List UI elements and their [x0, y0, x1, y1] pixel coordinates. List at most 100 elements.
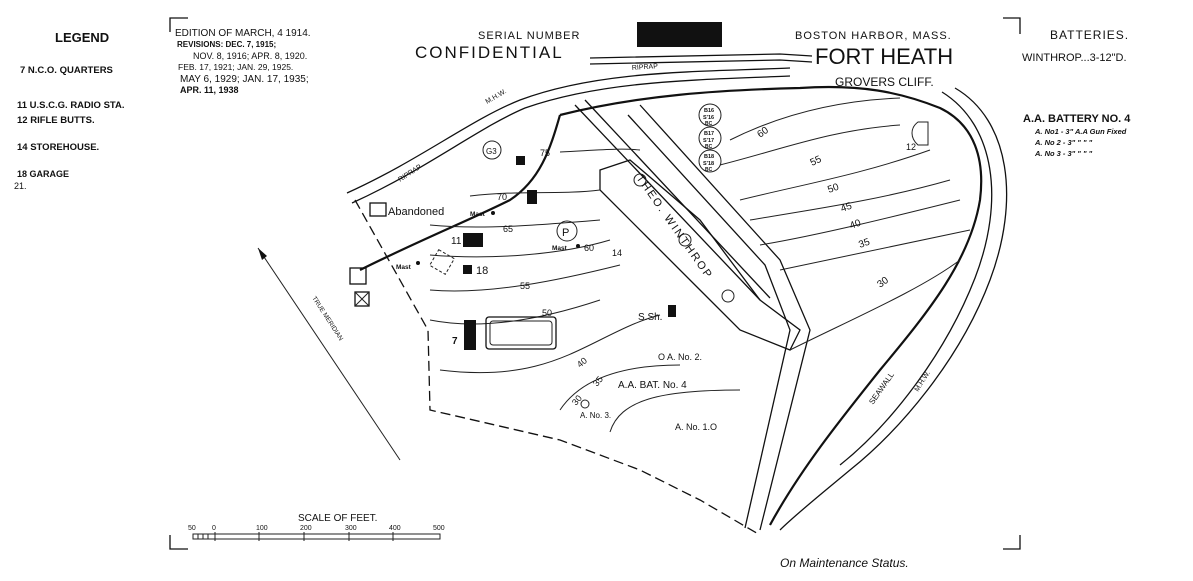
edition-line: EDITION OF MARCH, 4 1914.: [175, 28, 311, 39]
contour-label: 65: [503, 224, 513, 234]
contour-75: [559, 148, 641, 153]
mast-label: Mast: [552, 245, 568, 252]
building-7-label: 7: [452, 336, 458, 347]
scale-bar-rect: [192, 533, 441, 540]
station-circle: [698, 126, 722, 150]
station-circle: [698, 149, 722, 173]
station-label: S'16: [703, 115, 714, 121]
rifle-butts-icon: [911, 121, 929, 146]
scale-bar: SCALE OF FEET. 50 0 100 200 300 400 500: [188, 513, 445, 541]
building-g3: [516, 156, 525, 165]
edition-block: EDITION OF MARCH, 4 1914. REVISIONS: DEC…: [175, 28, 311, 95]
g3-circle: [482, 140, 502, 160]
location-label: BOSTON HARBOR, MASS.: [795, 30, 952, 42]
legend-item: 12 RIFLE BUTTS.: [17, 115, 95, 126]
mhw-label: M.H.W.: [914, 370, 932, 393]
contour-55-50: [429, 149, 931, 292]
battery-road: [574, 99, 771, 301]
station-label: B18: [704, 154, 714, 160]
scale-tick-label: 400: [389, 525, 401, 532]
edition-line: FEB. 17, 1921; JAN. 29, 1925.: [178, 62, 293, 72]
riprap-label: RIPRAP: [632, 63, 659, 72]
aa-battery-title: A.A. BATTERY NO. 4: [1023, 113, 1131, 125]
serial-number-redaction: [637, 22, 722, 47]
corner-bracket-bottom-left: [169, 535, 188, 550]
crosshatch-icon: [354, 291, 370, 307]
mast-marker: [416, 261, 420, 265]
classification-label: CONFIDENTIAL: [415, 43, 564, 62]
riprap-outer: [346, 67, 791, 194]
header-road-lines: [589, 53, 813, 65]
contour-label: 50: [826, 182, 841, 196]
scale-title: SCALE OF FEET.: [298, 513, 377, 524]
contour-40: [439, 199, 961, 374]
building-18-label: 18: [476, 265, 488, 277]
scale-tick-label: 300: [345, 525, 357, 532]
mast-label: Mast: [470, 211, 486, 218]
true-meridian-label: TRUE MERIDIAN: [310, 295, 344, 342]
scale-tick-label: 100: [256, 525, 268, 532]
mast-marker: [576, 244, 580, 248]
contour-label: 70: [497, 192, 507, 202]
seawall-inner-line: [839, 91, 993, 466]
parade-ground: [485, 316, 557, 350]
fort-name: FORT HEATH: [815, 44, 953, 69]
aa-gun-line: A. No 2 - 3" " " ": [1034, 138, 1093, 147]
contour-label: 55: [520, 281, 530, 291]
gun-emplacement: [678, 233, 692, 247]
batteries-title: BATTERIES.: [1050, 28, 1129, 42]
shoreline: [559, 85, 983, 526]
contour-60-55: [429, 124, 901, 258]
scale-tick-label: 0: [212, 525, 216, 532]
legend-item: 11 U.S.C.G. RADIO STA.: [17, 100, 125, 111]
building-18: [463, 265, 472, 274]
contour-label: 50: [542, 308, 552, 318]
riprap-label: RIPRAP: [397, 163, 423, 183]
contour-label: 30: [570, 393, 584, 407]
scale-ticks: [193, 532, 440, 541]
contour-35: [559, 229, 971, 411]
map-symbol-crosshatch: [354, 291, 370, 307]
scale-tick-label: 200: [300, 525, 312, 532]
corner-bracket-bottom-right: [1003, 535, 1021, 550]
seawall-line: [779, 87, 1008, 531]
battery-winthrop-label: THEO. WINTHROP: [634, 173, 715, 282]
building-radio: [527, 190, 537, 204]
contour-label: 40: [848, 218, 863, 232]
station-label: S'17: [703, 138, 714, 144]
mast-marker: [491, 211, 495, 215]
building-11: [463, 233, 483, 247]
p-label: P: [562, 227, 569, 239]
aa-gun-3-label: A. No. 3.: [580, 411, 611, 420]
building-11-label: 11: [451, 236, 462, 247]
contour-label: 55: [809, 154, 824, 169]
contour-label: 40: [575, 355, 589, 369]
legend-item: 14 STOREHOUSE.: [17, 142, 99, 153]
p-circle: [556, 220, 578, 242]
building-ssh: [668, 305, 676, 317]
gun-emplacement: [633, 173, 647, 187]
contour-label: 35: [591, 374, 605, 388]
edition-line: REVISIONS: DEC. 7, 1915;: [177, 40, 276, 49]
aa-gun-line: A. No1 - 3" A.A Gun Fixed: [1034, 127, 1127, 136]
status-note: On Maintenance Status.: [780, 556, 909, 570]
contour-label: 30: [875, 275, 891, 291]
map-linework: [257, 67, 1008, 536]
gun-emplacement: [721, 289, 735, 303]
parade-ground-inner: [489, 320, 553, 346]
seawall-label: SEAWALL: [867, 370, 896, 406]
legend-title: LEGEND: [55, 30, 109, 45]
fort-subtitle: GROVERS CLIFF.: [835, 75, 934, 89]
shell-shed-label: S.Sh.: [638, 312, 662, 323]
mhw-label: M.H.W.: [485, 88, 508, 106]
serial-number-label: SERIAL NUMBER: [478, 30, 580, 42]
contour-label: 75: [540, 148, 550, 158]
batteries-winthrop: WINTHROP...3-12"D.: [1022, 52, 1127, 64]
abandoned-footprint: [429, 249, 455, 275]
contour-65-60: [429, 97, 901, 228]
legend-item: 21.: [14, 181, 27, 191]
contour-label: 35: [857, 237, 872, 251]
aa-gun-1-label: A. No. 1.O: [675, 422, 717, 432]
